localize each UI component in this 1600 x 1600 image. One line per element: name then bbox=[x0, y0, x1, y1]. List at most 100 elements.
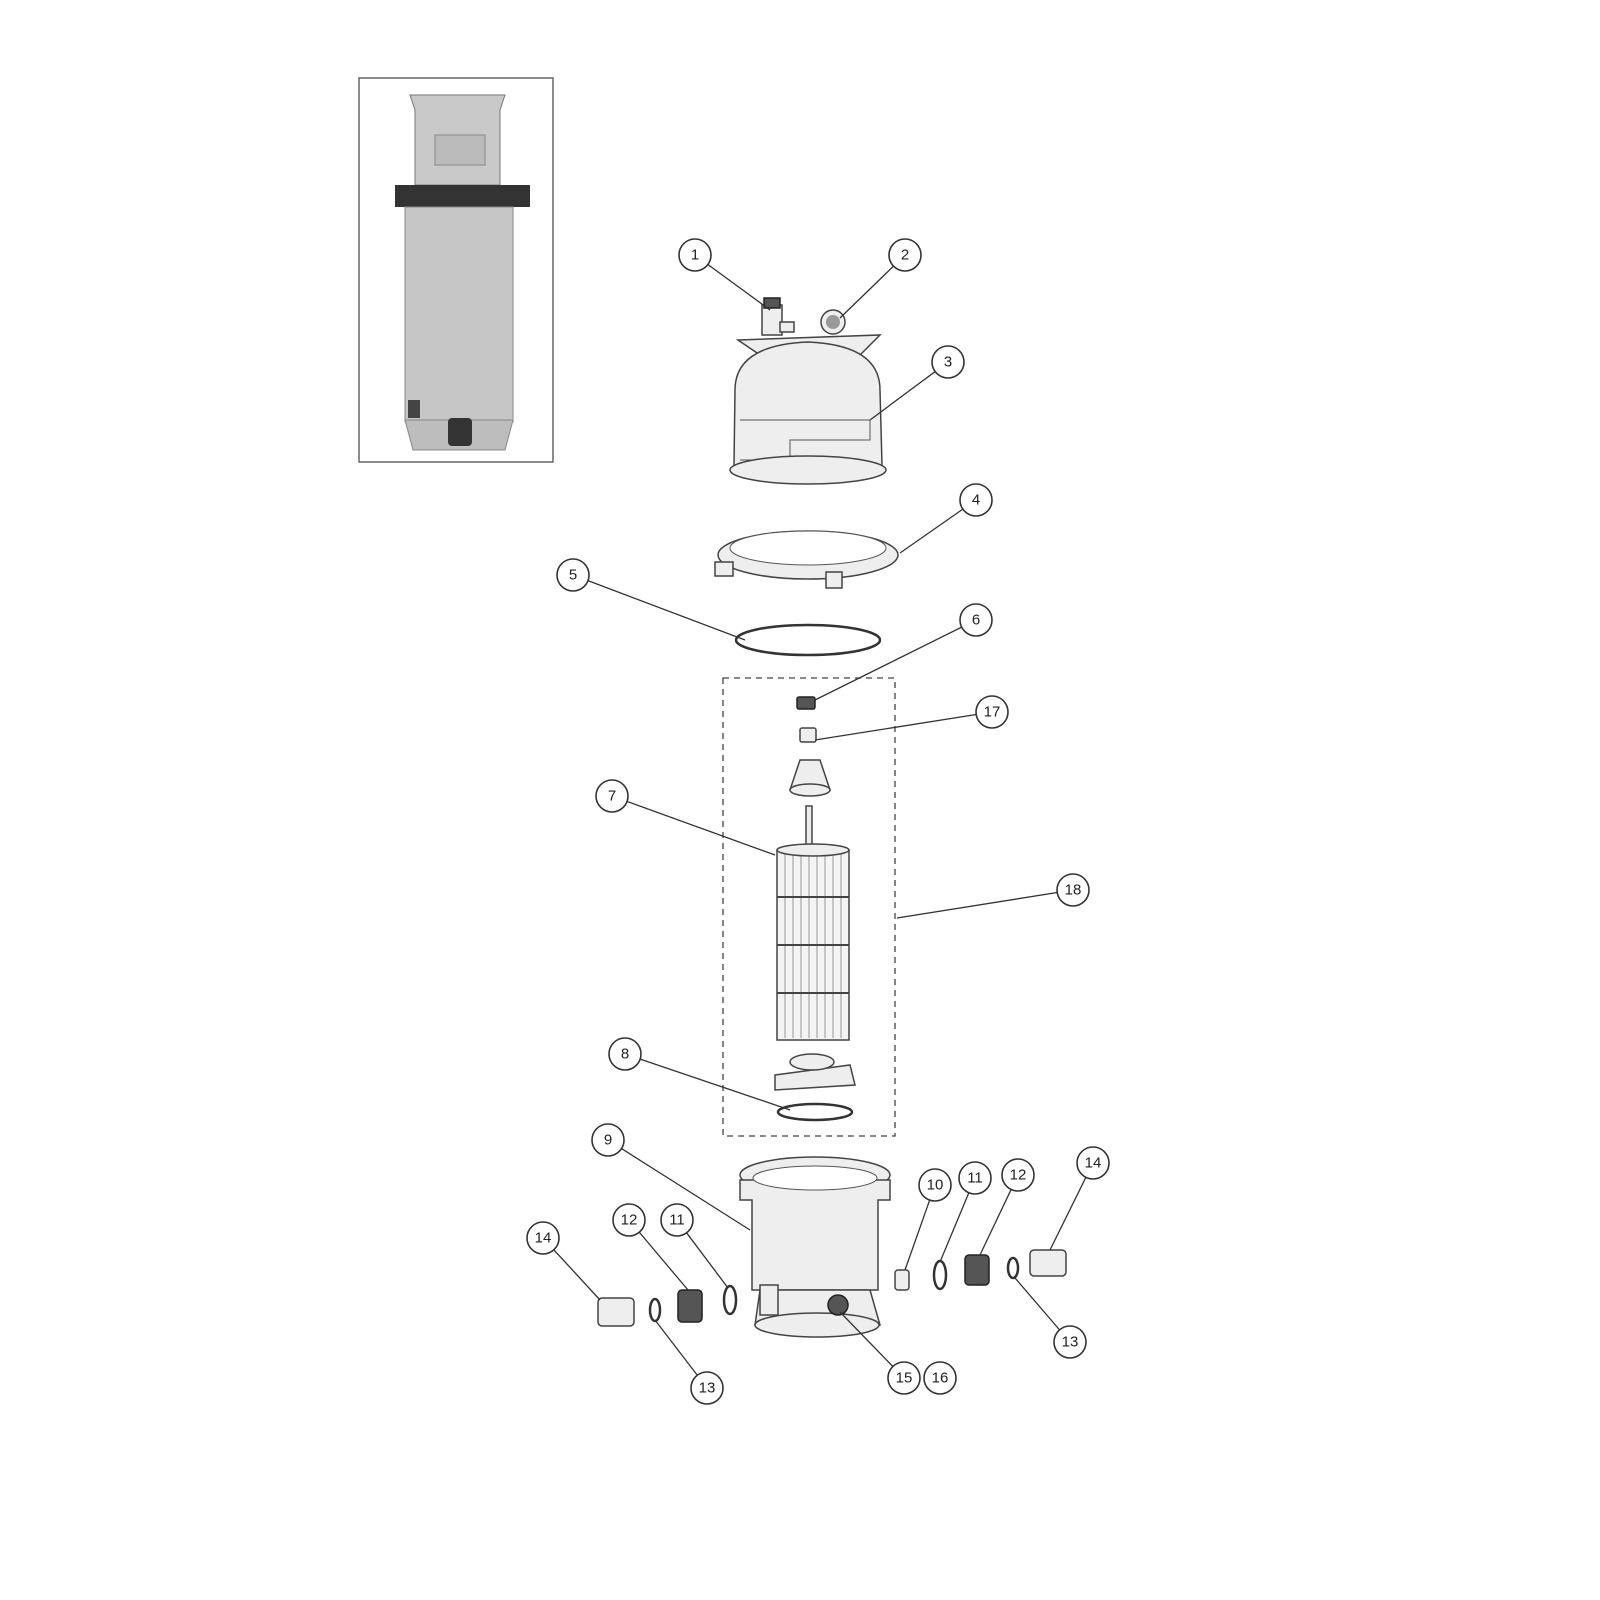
lid-o-ring bbox=[734, 623, 882, 657]
callout-c11r: 11 bbox=[958, 1161, 992, 1195]
callout-number: 17 bbox=[984, 704, 1001, 721]
callout-number: 6 bbox=[972, 612, 980, 629]
callout-c9: 9 bbox=[591, 1123, 625, 1157]
element-nut bbox=[796, 696, 816, 710]
leader-line-c10 bbox=[904, 1199, 931, 1271]
callout-number: 13 bbox=[1062, 1334, 1079, 1351]
leader-line-c18 bbox=[896, 891, 1058, 919]
callout-number: 4 bbox=[972, 492, 980, 509]
callout-c14l: 14 bbox=[526, 1221, 560, 1255]
callout-number: 13 bbox=[699, 1380, 716, 1397]
right-spacer-10 bbox=[894, 1269, 910, 1291]
leader-line-c9 bbox=[621, 1148, 751, 1231]
callout-circle bbox=[975, 695, 1009, 729]
callout-number: 11 bbox=[967, 1170, 983, 1187]
callout-number: 3 bbox=[944, 354, 952, 371]
element-kit-boundary bbox=[722, 677, 896, 1137]
callout-circle bbox=[1076, 1146, 1110, 1180]
callout-number: 14 bbox=[1085, 1155, 1102, 1172]
callout-c12r: 12 bbox=[1001, 1158, 1035, 1192]
callout-circle bbox=[959, 483, 993, 517]
callout-circle bbox=[931, 345, 965, 379]
leader-line-c13r bbox=[1014, 1277, 1061, 1331]
callout-circle bbox=[690, 1371, 724, 1405]
leader-line-c13l bbox=[654, 1319, 698, 1376]
callout-number: 18 bbox=[1065, 882, 1082, 899]
callout-c17: 17 bbox=[975, 695, 1009, 729]
leader-line-c6 bbox=[814, 626, 962, 701]
callout-circle bbox=[612, 1203, 646, 1237]
callout-circle bbox=[958, 1161, 992, 1195]
callout-circle bbox=[888, 238, 922, 272]
callout-number: 2 bbox=[901, 247, 909, 264]
locking-ring bbox=[714, 530, 899, 589]
leader-line-c15 bbox=[839, 1311, 894, 1367]
callout-circle bbox=[678, 238, 712, 272]
callout-c15: 15 bbox=[887, 1361, 921, 1395]
element-bushing bbox=[799, 727, 817, 743]
callout-c4: 4 bbox=[959, 483, 993, 517]
callout-c2: 2 bbox=[888, 238, 922, 272]
leader-line-c3 bbox=[869, 371, 936, 421]
callout-circle bbox=[1056, 873, 1090, 907]
callout-c13l: 13 bbox=[690, 1371, 724, 1405]
leader-line-c17 bbox=[814, 713, 977, 741]
callout-circle bbox=[923, 1361, 957, 1395]
callout-circle bbox=[660, 1203, 694, 1237]
right-union-nut-12 bbox=[964, 1254, 990, 1286]
leader-line-c12r bbox=[979, 1189, 1012, 1256]
callout-number: 15 bbox=[896, 1370, 913, 1387]
callout-circle bbox=[526, 1221, 560, 1255]
assembled-filter-inset bbox=[358, 77, 554, 463]
left-o-ring-13 bbox=[648, 1297, 662, 1323]
leader-line-c11l bbox=[686, 1232, 729, 1289]
callout-number: 1 bbox=[691, 247, 699, 264]
callout-c8: 8 bbox=[608, 1037, 642, 1071]
callout-c10: 10 bbox=[918, 1168, 952, 1202]
callout-c14r: 14 bbox=[1076, 1146, 1110, 1180]
leader-line-c1 bbox=[707, 263, 771, 311]
callout-number: 5 bbox=[569, 567, 577, 584]
left-o-ring-11 bbox=[722, 1284, 738, 1316]
callout-c18: 18 bbox=[1056, 873, 1090, 907]
callout-number: 16 bbox=[932, 1370, 949, 1387]
leader-line-c5 bbox=[587, 580, 746, 641]
callout-c1: 1 bbox=[678, 238, 712, 272]
callout-circle bbox=[887, 1361, 921, 1395]
filter-cartridge bbox=[776, 805, 850, 1041]
callout-number: 10 bbox=[927, 1177, 944, 1194]
filter-lid bbox=[729, 334, 887, 485]
leader-line-c12l bbox=[638, 1231, 689, 1291]
callout-circle bbox=[608, 1037, 642, 1071]
callout-number: 14 bbox=[535, 1230, 552, 1247]
leader-lines bbox=[553, 263, 1087, 1376]
leader-line-c14r bbox=[1049, 1177, 1087, 1251]
callout-c7: 7 bbox=[595, 779, 629, 813]
right-o-ring-11 bbox=[932, 1259, 948, 1291]
callout-c6: 6 bbox=[959, 603, 993, 637]
pressure-gauge bbox=[820, 309, 846, 335]
callout-c11l: 11 bbox=[660, 1203, 694, 1237]
right-o-ring-13 bbox=[1006, 1256, 1020, 1280]
callout-c3: 3 bbox=[931, 345, 965, 379]
callout-number: 12 bbox=[621, 1212, 638, 1229]
callout-c12l: 12 bbox=[612, 1203, 646, 1237]
leader-line-c4 bbox=[899, 508, 964, 554]
left-union-adapter-14 bbox=[597, 1297, 635, 1327]
left-union-nut-12 bbox=[677, 1289, 703, 1323]
callout-circle bbox=[918, 1168, 952, 1202]
callout-number: 9 bbox=[604, 1132, 612, 1149]
callout-c5: 5 bbox=[556, 558, 590, 592]
leader-line-c8 bbox=[639, 1058, 791, 1111]
callout-circle bbox=[959, 603, 993, 637]
leader-line-c2 bbox=[839, 265, 894, 319]
callout-circle bbox=[556, 558, 590, 592]
leader-line-c11r bbox=[939, 1192, 970, 1263]
leader-line-c14l bbox=[553, 1249, 601, 1301]
tank-body bbox=[739, 1156, 891, 1338]
manifold-o-ring bbox=[776, 1102, 854, 1122]
callout-circle bbox=[1053, 1325, 1087, 1359]
callout-number: 12 bbox=[1010, 1167, 1027, 1184]
